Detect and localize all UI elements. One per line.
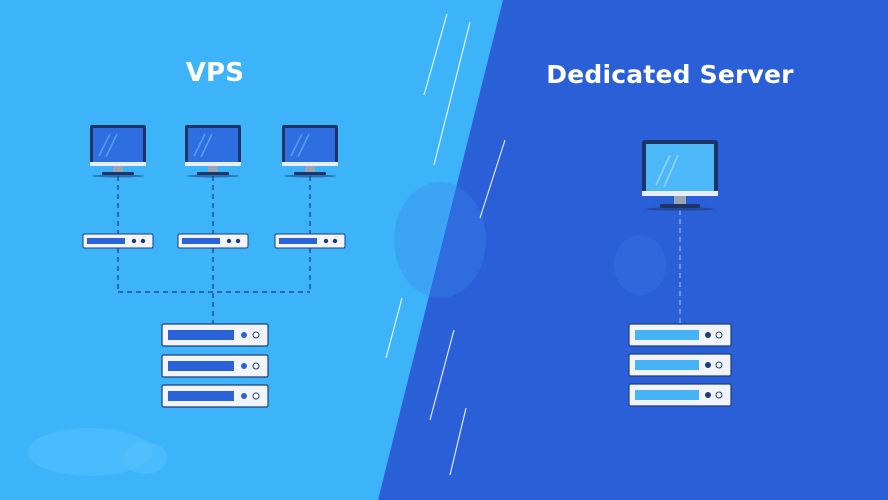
server-rack-icon bbox=[161, 323, 269, 408]
vps-connectors bbox=[117, 176, 311, 324]
vps-title: VPS bbox=[185, 58, 245, 88]
dedicated-panel-background bbox=[378, 0, 888, 500]
dedicated-server-title: Dedicated Server bbox=[546, 60, 794, 89]
server-rack-icon bbox=[628, 323, 732, 407]
server-unit-icon bbox=[274, 233, 346, 249]
decor-blob bbox=[123, 442, 167, 474]
server-unit-icon bbox=[82, 233, 154, 249]
decor-lines bbox=[385, 13, 506, 476]
server-unit-icon bbox=[177, 233, 249, 249]
decor-blob bbox=[28, 428, 152, 476]
decor-blob bbox=[394, 182, 486, 298]
decor-blob bbox=[614, 235, 666, 295]
